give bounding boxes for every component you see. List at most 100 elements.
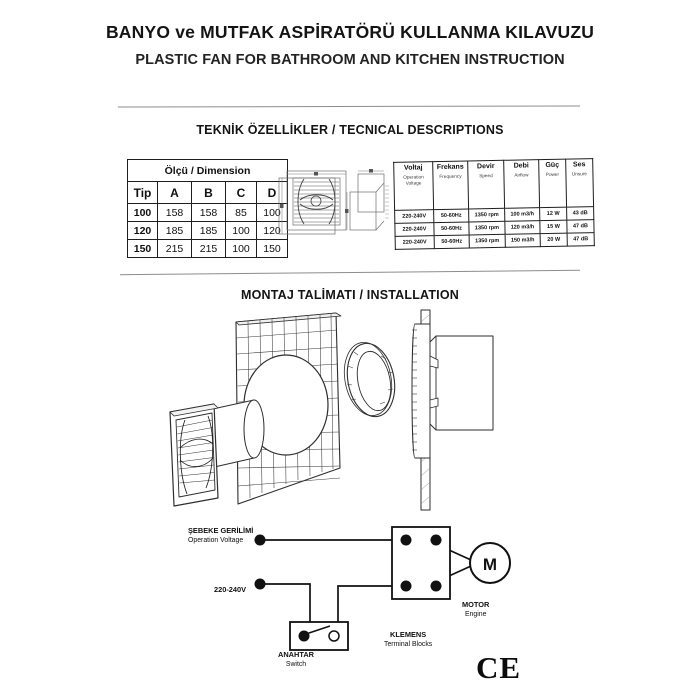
cell-airflow: 120 m3/h bbox=[504, 220, 541, 235]
col-header-airflow: Debi Airflow bbox=[503, 159, 540, 209]
cell-power: 12 W bbox=[539, 207, 567, 221]
cell-frequency: 50-60Hz bbox=[433, 208, 469, 223]
motor-symbol-letter: M bbox=[483, 555, 497, 574]
installation-svg bbox=[169, 309, 494, 511]
cell-frequency: 50-60Hz bbox=[434, 234, 470, 249]
col-header-c: C bbox=[225, 181, 257, 204]
table-header-row: Tip A B C D bbox=[127, 181, 288, 204]
header-divider bbox=[117, 105, 581, 108]
col-header-frequency-en: Frequency bbox=[439, 173, 462, 179]
cell-b: 215 bbox=[191, 239, 226, 258]
terminal-node-2 bbox=[430, 534, 442, 546]
col-header-noise-tr: Ses bbox=[572, 161, 586, 169]
table-header-row: Voltaj Operation Voltage Frekans Frequen… bbox=[393, 158, 594, 211]
terminal-block-label: KLEMENS Terminal Blocks bbox=[384, 630, 432, 649]
col-header-b: B bbox=[191, 181, 226, 204]
col-header-power-tr: Güç bbox=[545, 161, 560, 170]
cell-voltage: 220-240V bbox=[395, 235, 435, 250]
switch-lever bbox=[305, 625, 331, 635]
cell-a: 215 bbox=[157, 239, 192, 258]
cell-c: 100 bbox=[225, 239, 257, 258]
table-caption-row: Ölçü / Dimension bbox=[127, 159, 288, 182]
cell-speed: 1350 rpm bbox=[469, 234, 506, 248]
motor-label-en: Engine bbox=[464, 610, 487, 618]
col-header-d: D bbox=[256, 181, 288, 204]
cell-speed: 1350 rpm bbox=[468, 221, 506, 235]
product-views-svg bbox=[278, 169, 389, 235]
terminal-block-label-tr: KLEMENS bbox=[390, 630, 427, 639]
cell-tip: 100 bbox=[127, 203, 158, 222]
dimension-table: Ölçü / Dimension Tip A B C D 100 158 158… bbox=[127, 159, 288, 258]
cell-noise: 43 dB bbox=[566, 206, 594, 221]
col-header-power-en: Power bbox=[545, 171, 560, 177]
ce-mark: CE bbox=[476, 650, 522, 685]
mounting-ring bbox=[343, 342, 396, 418]
page-title: BANYO ve MUTFAK ASPİRATÖRÜ KULLANMA KILA… bbox=[105, 22, 595, 42]
col-header-noise-en: Unsure bbox=[571, 170, 588, 177]
mains-node bbox=[254, 534, 266, 546]
col-header-voltage-tr: Voltaj bbox=[403, 164, 423, 172]
cell-b: 185 bbox=[191, 221, 226, 240]
col-header-frequency-tr: Frekans bbox=[436, 163, 464, 172]
motor-label-tr: MOTOR bbox=[462, 600, 490, 609]
supply-voltage-label: 220-240V bbox=[214, 585, 247, 594]
col-header-speed-en: Speed bbox=[479, 172, 493, 179]
table-row: 100 158 158 85 100 bbox=[127, 203, 288, 222]
col-header-power: Güç Power bbox=[538, 159, 567, 208]
switch-open-terminal bbox=[328, 630, 340, 642]
col-header-noise: Ses Unsure bbox=[565, 158, 594, 208]
col-header-frequency: Frekans Frequency bbox=[432, 160, 469, 210]
col-header-voltage: Voltaj Operation Voltage bbox=[393, 161, 434, 211]
terminal-block-box bbox=[391, 526, 451, 600]
cell-airflow: 150 m3/h bbox=[505, 233, 541, 248]
terminal-node-4 bbox=[430, 580, 442, 592]
wall-section bbox=[411, 309, 494, 511]
cell-power: 15 W bbox=[539, 220, 568, 234]
cell-voltage: 220-240V bbox=[394, 222, 435, 237]
cell-power: 20 W bbox=[540, 233, 568, 247]
specification-table: Voltaj Operation Voltage Frekans Frequen… bbox=[393, 158, 595, 250]
page-subtitle: PLASTIC FAN FOR BATHROOM AND KITCHEN INS… bbox=[135, 52, 565, 68]
table-row: 120 185 185 100 120 bbox=[127, 221, 288, 240]
terminal-node-1 bbox=[400, 534, 412, 546]
cell-c: 85 bbox=[225, 203, 257, 222]
col-header-airflow-tr: Debi bbox=[513, 162, 529, 170]
switch-pole-terminal bbox=[298, 630, 310, 642]
switch-label: ANAHTAR Switch bbox=[278, 650, 314, 669]
cell-a: 158 bbox=[157, 203, 192, 222]
cell-c: 100 bbox=[225, 221, 257, 240]
motor-symbol-circle bbox=[469, 542, 511, 584]
switch-label-en: Switch bbox=[285, 660, 307, 668]
col-header-tip: Tip bbox=[127, 181, 158, 204]
wiring-diagram: M ŞEBEKE GERİLİMİ Operation Voltage 220-… bbox=[180, 524, 530, 674]
cell-noise: 47 dB bbox=[566, 219, 595, 234]
cell-noise: 47 dB bbox=[567, 232, 595, 247]
cell-speed: 1350 rpm bbox=[468, 208, 505, 222]
cell-a: 185 bbox=[157, 221, 192, 240]
cell-tip: 120 bbox=[127, 221, 158, 240]
specs-section-title: TEKNİK ÖZELLİKLER / TECNICAL DESCRIPTION… bbox=[196, 123, 504, 137]
mains-label-en: Operation Voltage bbox=[188, 536, 244, 544]
install-section-title: MONTAJ TALİMATI / INSTALLATION bbox=[240, 288, 459, 302]
cell-b: 158 bbox=[191, 203, 226, 222]
terminal-node-3 bbox=[400, 580, 412, 592]
fan-unit bbox=[169, 399, 265, 507]
motor-label: MOTOR Engine bbox=[462, 600, 489, 619]
product-drawing bbox=[276, 166, 394, 258]
wiring-svg: M bbox=[254, 526, 511, 651]
table-row: 220-240V 50-60Hz 1350 rpm 150 m3/h 20 W … bbox=[395, 232, 595, 250]
wire-switch-out bbox=[337, 585, 392, 622]
cell-d: 150 bbox=[256, 239, 288, 258]
tiled-wall bbox=[235, 312, 342, 505]
col-header-airflow-en: Airflow bbox=[514, 172, 529, 178]
mains-label: ŞEBEKE GERİLİMİ Operation Voltage bbox=[188, 526, 253, 545]
dimension-caption: Ölçü / Dimension bbox=[127, 159, 288, 182]
switch-label-tr: ANAHTAR bbox=[278, 650, 314, 659]
cell-tip: 150 bbox=[127, 239, 158, 258]
col-header-speed: Devir Speed bbox=[467, 160, 505, 209]
table-row: 150 215 215 100 150 bbox=[127, 239, 288, 258]
cell-voltage: 220-240V bbox=[394, 209, 434, 224]
supply-node bbox=[254, 578, 266, 590]
col-header-a: A bbox=[157, 181, 192, 204]
